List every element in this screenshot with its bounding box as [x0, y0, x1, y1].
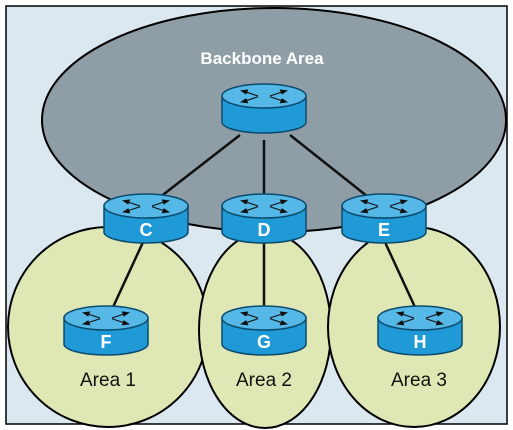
- router-top: [221, 305, 307, 331]
- router-f: F: [63, 305, 149, 356]
- router-label-c: C: [140, 220, 153, 240]
- router-d: D: [221, 193, 307, 244]
- router-g: G: [221, 305, 307, 356]
- router-e: E: [341, 193, 427, 244]
- router-label-f: F: [101, 332, 112, 352]
- router-core: [221, 83, 307, 134]
- backbone-area-label: Backbone Area: [200, 49, 324, 68]
- router-label-g: G: [257, 332, 271, 352]
- router-label-e: E: [378, 220, 390, 240]
- router-top: [63, 305, 149, 331]
- area-3-label: Area 3: [391, 370, 447, 391]
- router-top: [341, 193, 427, 219]
- link-c-f: [106, 239, 146, 319]
- router-top: [377, 305, 463, 331]
- router-top: [103, 193, 189, 219]
- router-h: H: [377, 305, 463, 356]
- area-2-label: Area 2: [236, 370, 292, 391]
- link-e-h: [382, 239, 422, 319]
- area-1-label: Area 1: [80, 370, 136, 391]
- routers: C D E F G H: [63, 83, 463, 356]
- router-label-h: H: [414, 332, 427, 352]
- router-top: [221, 193, 307, 219]
- router-c: C: [103, 193, 189, 244]
- router-top: [221, 83, 307, 109]
- router-label-d: D: [258, 220, 271, 240]
